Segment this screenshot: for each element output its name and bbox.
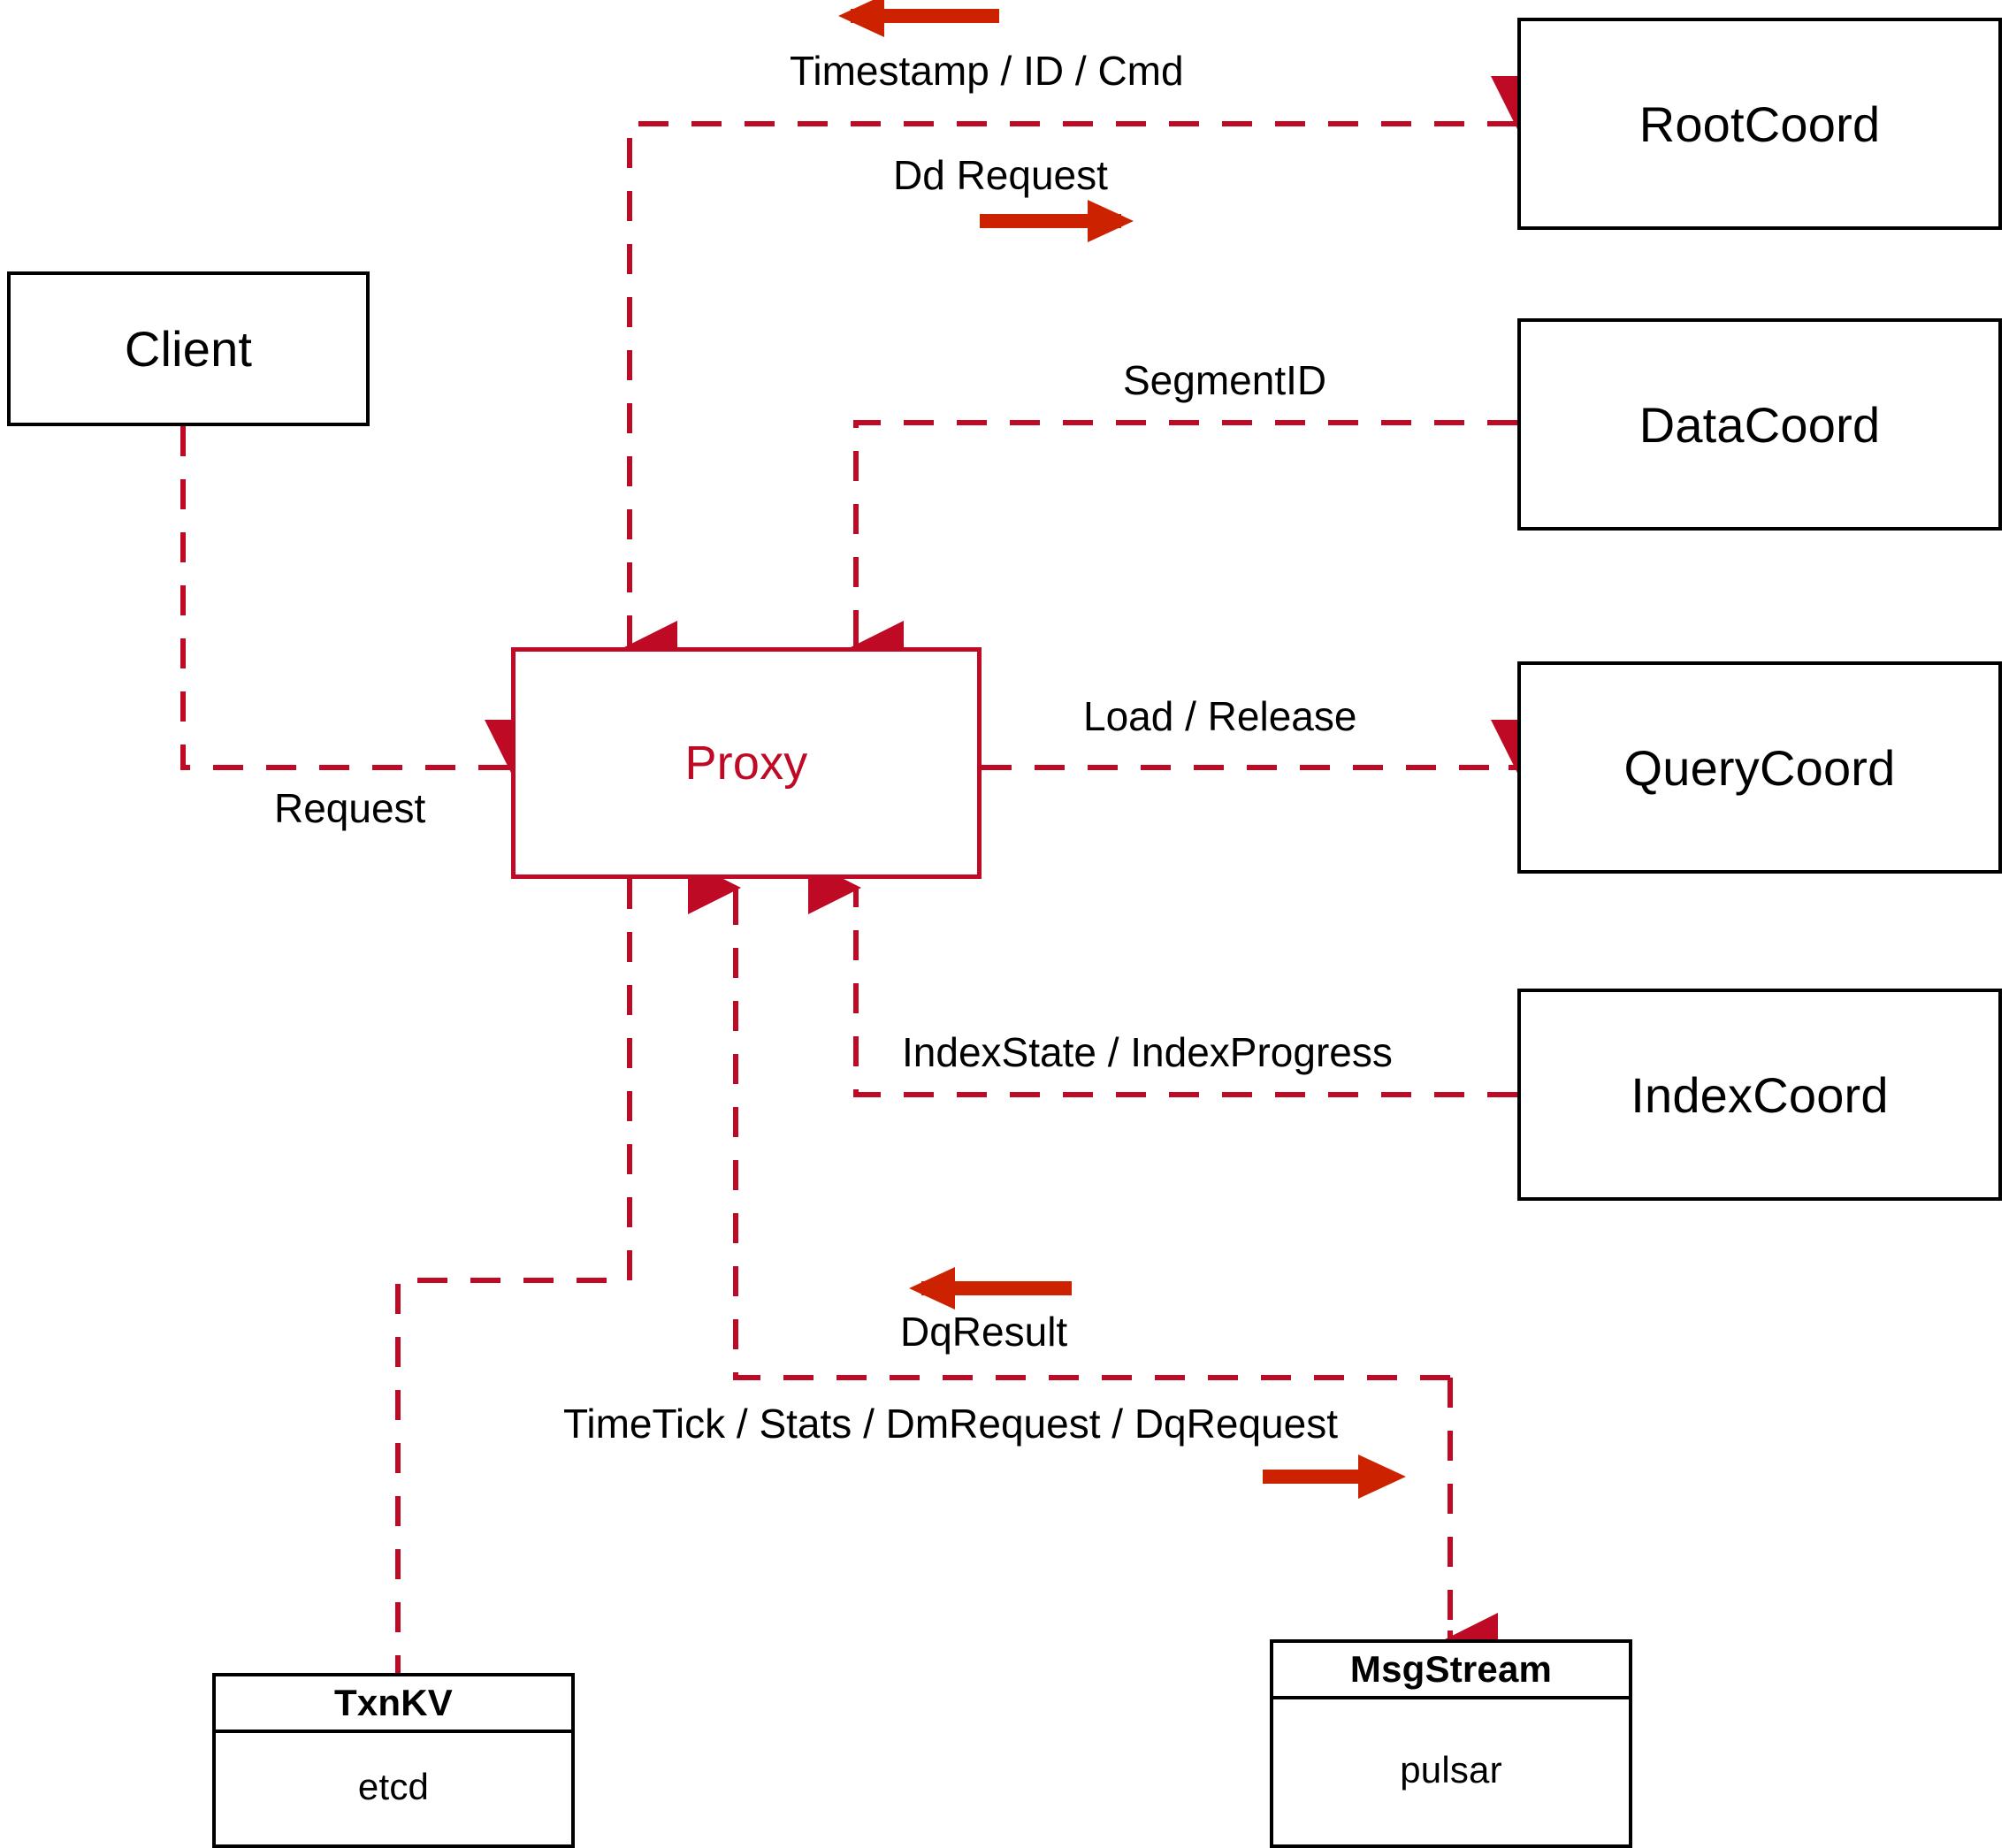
node-txnkv[interactable]: TxnKV etcd (212, 1673, 575, 1848)
node-msgstream[interactable]: MsgStream pulsar (1270, 1639, 1632, 1848)
edge-label-segment-id: SegmentID (1123, 357, 1327, 403)
wire-proxy-rootcoord (624, 76, 1544, 674)
wire-proxy-to-txnkv (395, 879, 632, 1673)
edge-label-dq-result: DqResult (900, 1309, 1068, 1355)
edge-label-index-state-progress: IndexState / IndexProgress (902, 1029, 1393, 1075)
node-proxy[interactable]: Proxy (511, 647, 982, 879)
node-rootcoord[interactable]: RootCoord (1517, 18, 2002, 230)
edge-label-load-release: Load / Release (1083, 693, 1357, 739)
node-txnkv-body: etcd (216, 1733, 571, 1841)
wire-datacoord-to-proxy (851, 420, 1517, 674)
direction-arrow-dd-request (980, 200, 1134, 242)
node-indexcoord-label: IndexCoord (1631, 1066, 1889, 1123)
node-txnkv-header: TxnKV (216, 1676, 571, 1733)
node-txnkv-impl: etcd (357, 1766, 430, 1807)
node-querycoord[interactable]: QueryCoord (1517, 661, 2002, 874)
node-msgstream-impl: pulsar (1400, 1749, 1502, 1791)
edge-label-timestamp-id-cmd: Timestamp / ID / Cmd (790, 48, 1184, 94)
edge-label-request: Request (274, 785, 426, 831)
node-msgstream-header: MsgStream (1273, 1643, 1629, 1699)
node-txnkv-title: TxnKV (333, 1682, 453, 1723)
edge-label-dd-request: Dd Request (893, 152, 1108, 198)
direction-arrow-timestamp (838, 0, 999, 37)
direction-arrow-timetick (1263, 1455, 1406, 1499)
wire-client-to-proxy (180, 426, 538, 773)
node-msgstream-body: pulsar (1273, 1699, 1629, 1841)
edge-label-timetick-stats: TimeTick / Stats / DmRequest / DqRequest (563, 1401, 1338, 1447)
node-msgstream-title: MsgStream (1349, 1648, 1553, 1690)
node-datacoord-label: DataCoord (1639, 396, 1881, 453)
node-client[interactable]: Client (7, 271, 370, 426)
wire-msgstream-to-proxy (688, 861, 1450, 1380)
node-rootcoord-label: RootCoord (1639, 95, 1881, 152)
direction-arrow-dqresult (909, 1267, 1072, 1310)
node-datacoord[interactable]: DataCoord (1517, 318, 2002, 531)
node-indexcoord[interactable]: IndexCoord (1517, 989, 2002, 1201)
node-querycoord-label: QueryCoord (1623, 739, 1896, 796)
node-proxy-label: Proxy (684, 737, 808, 790)
node-client-label: Client (124, 321, 253, 377)
